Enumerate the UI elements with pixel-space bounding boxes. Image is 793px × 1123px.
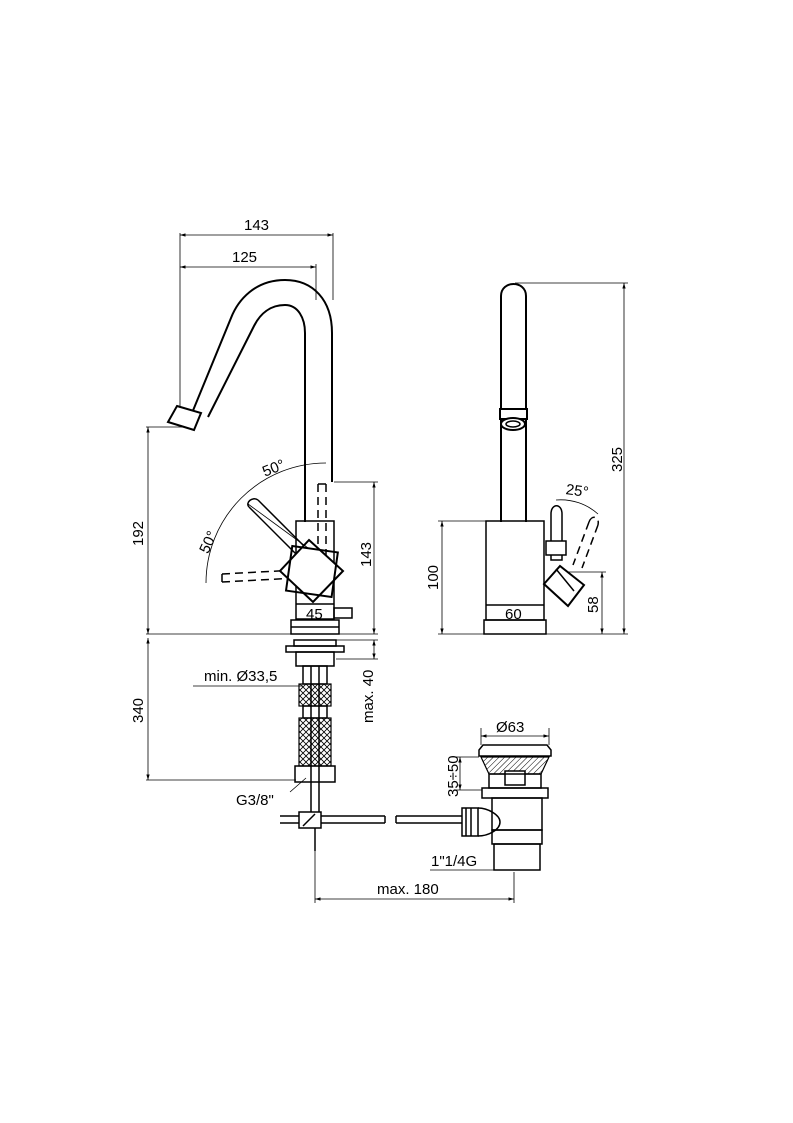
front-view: 50° 50° 143 1 <box>130 217 515 903</box>
shank-nut-upper <box>293 639 337 647</box>
side-base <box>483 619 547 635</box>
spout-aerator <box>166 404 203 432</box>
lever-handle <box>247 498 308 558</box>
spout-body <box>191 278 333 482</box>
hose-upper <box>298 683 332 707</box>
dim-143-top: 143 <box>244 217 269 234</box>
waste-dimensions: Ø63 35÷50 1"1/4G <box>430 719 550 871</box>
dim-45: 45 <box>306 606 323 623</box>
angle-50-top: 50° <box>260 456 287 480</box>
dim-35-50: 35÷50 <box>445 755 462 797</box>
dim-60: 60 <box>505 606 522 623</box>
dim-max-180: max. 180 <box>377 881 439 898</box>
side-lever-alt <box>572 516 600 569</box>
waste-flange <box>478 744 552 757</box>
dim-192: 192 <box>130 521 147 546</box>
dim-min-33-5: min. Ø33,5 <box>204 668 277 685</box>
front-dimensions: 143 125 192 143 45 max. 40 min. Ø33,5 <box>130 217 515 903</box>
dim-max-40: max. 40 <box>360 670 377 723</box>
dim-100: 100 <box>425 565 442 590</box>
side-lever <box>542 505 586 608</box>
waste-tail <box>493 843 541 871</box>
dim-g38: G3/8" <box>236 792 274 809</box>
dim-1-1-4g: 1"1/4G <box>431 853 477 870</box>
cross-knob <box>278 538 345 604</box>
angle-25: 25° <box>565 481 590 501</box>
dim-143-right: 143 <box>358 542 375 567</box>
hose-lower <box>298 717 332 767</box>
side-view: 25° 325 100 60 58 <box>425 282 628 635</box>
hose-nut <box>294 765 336 783</box>
lever-alt-positions <box>221 483 327 583</box>
rod-clamp <box>280 811 385 851</box>
side-spout <box>500 283 527 522</box>
angle-arc <box>205 462 327 584</box>
side-angle-arc <box>555 499 599 515</box>
dim-125: 125 <box>232 249 257 266</box>
side-dimensions: 325 100 60 58 <box>425 282 628 635</box>
dim-340: 340 <box>130 698 147 723</box>
dim-d63: Ø63 <box>496 719 524 736</box>
shank-washer <box>285 645 345 653</box>
popup-waste: Ø63 35÷50 1"1/4G <box>384 719 552 871</box>
spout-inner <box>207 303 306 522</box>
shank-nut <box>295 651 335 667</box>
dim-325: 325 <box>609 447 626 472</box>
side-button <box>333 607 353 619</box>
dim-58: 58 <box>585 596 602 613</box>
